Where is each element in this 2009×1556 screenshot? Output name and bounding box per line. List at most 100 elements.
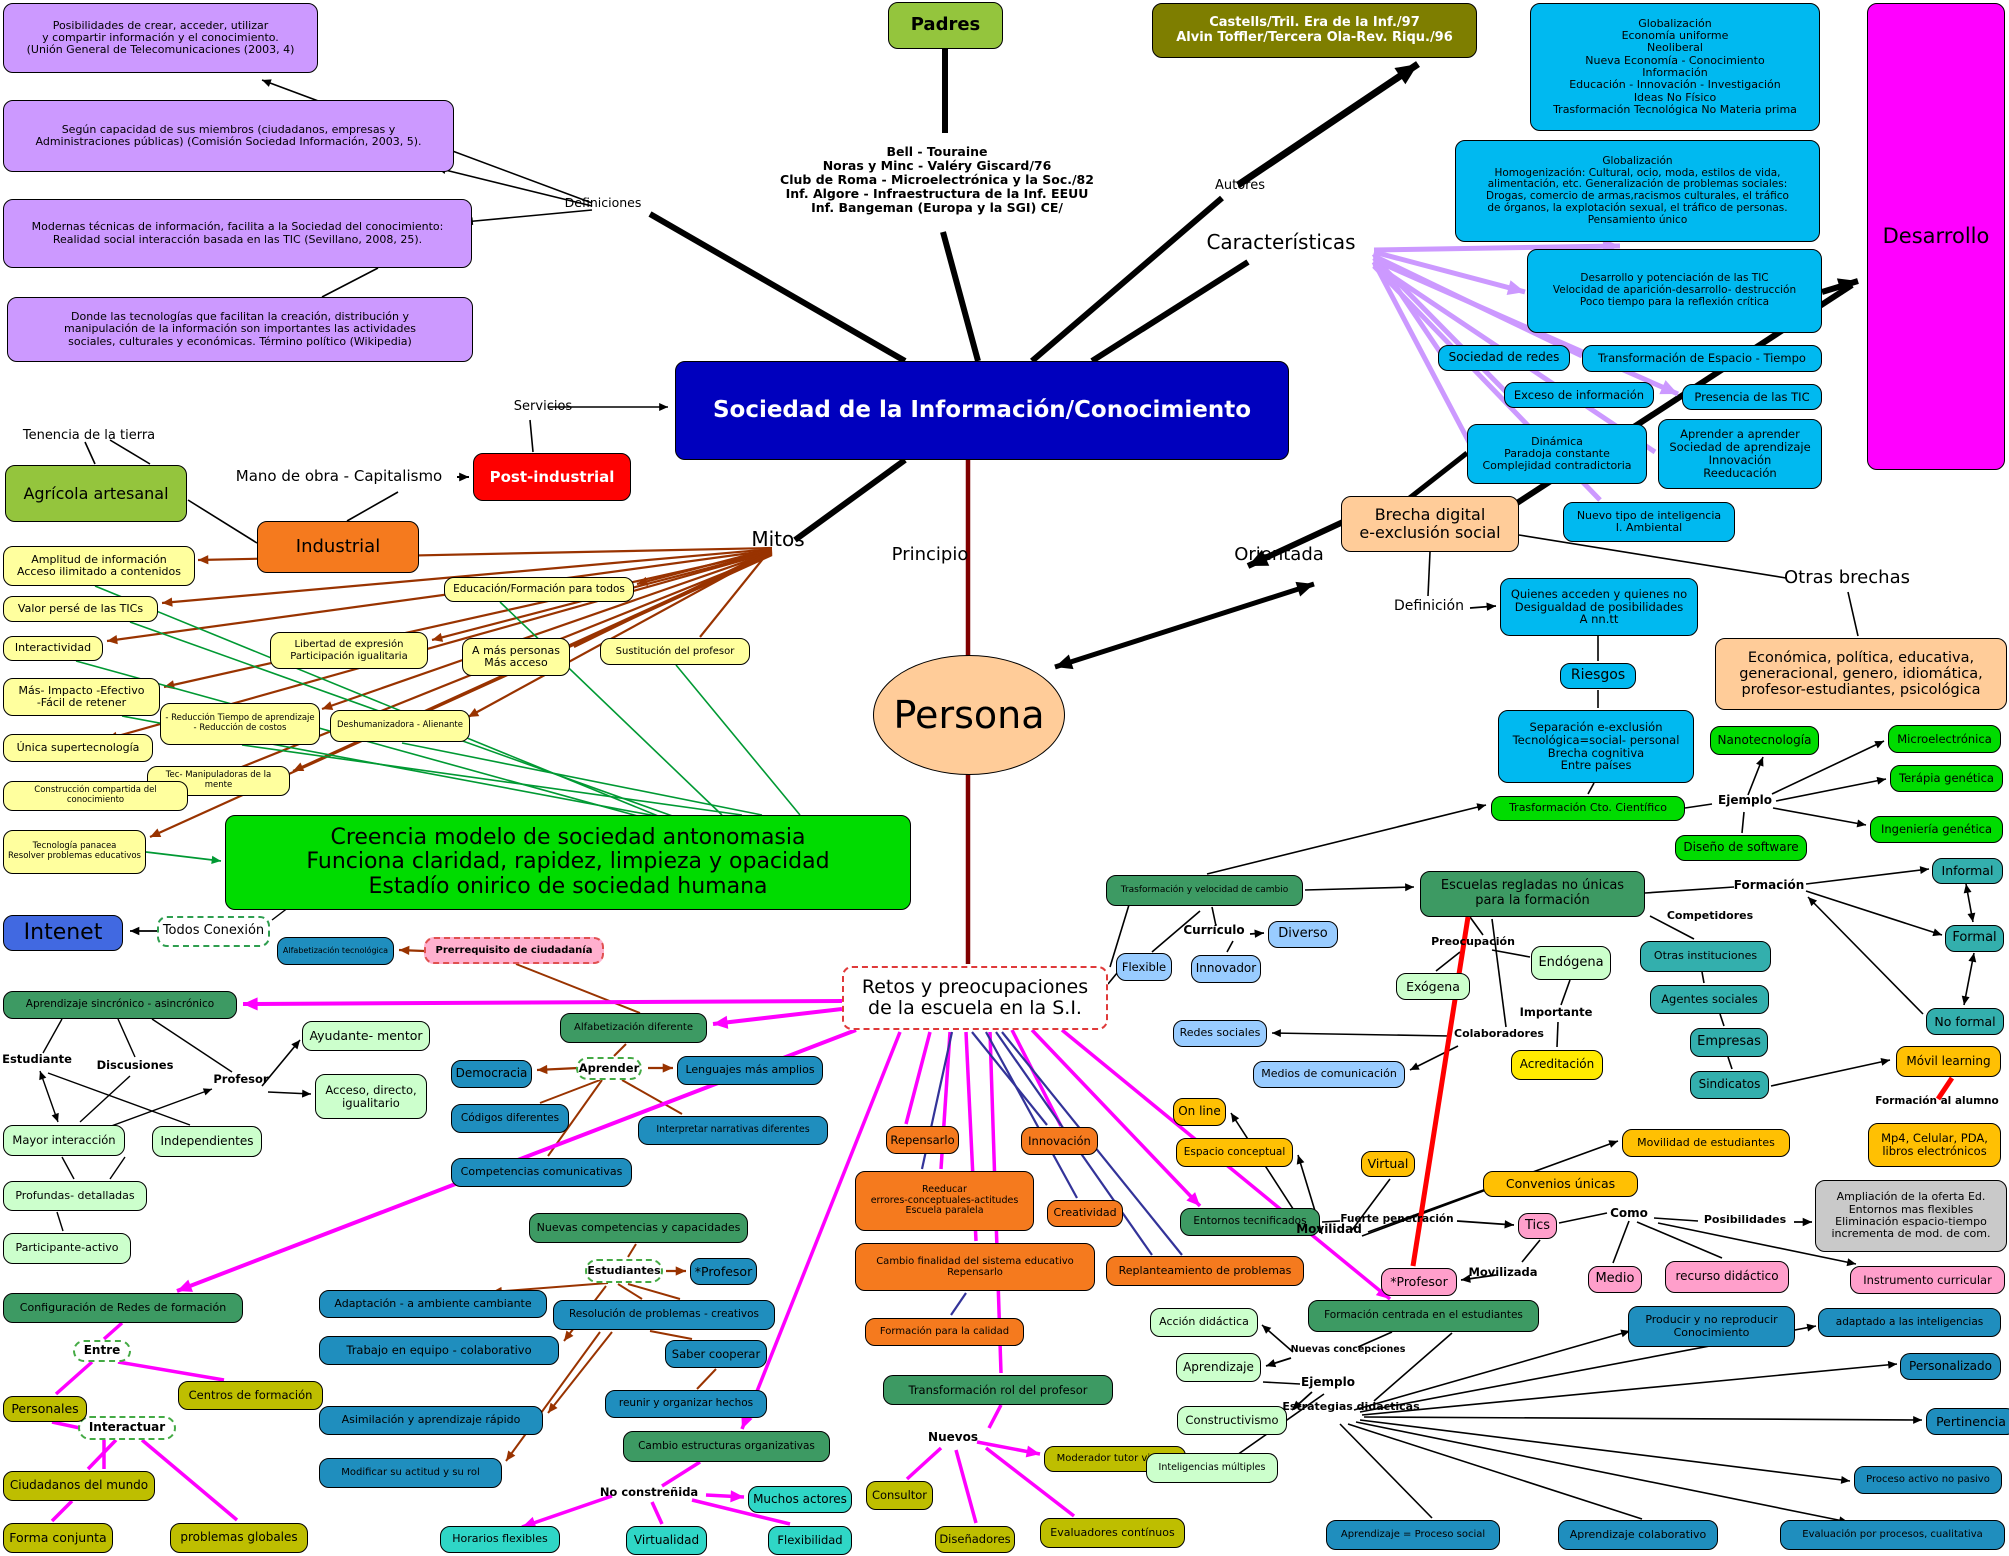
- concept-node-exogena[interactable]: Exógena: [1396, 973, 1470, 1000]
- concept-node-aprendizaje-proceso-social[interactable]: Aprendizaje = Proceso social: [1326, 1520, 1500, 1550]
- concept-node-repensarlo[interactable]: Repensarlo: [886, 1126, 959, 1154]
- concept-node-mas-impacto[interactable]: Más- Impacto -Efectivo -Fácil de retener: [3, 678, 160, 716]
- concept-node-estudiantes-oval[interactable]: Estudiantes: [585, 1259, 663, 1283]
- concept-node-reunir-organizar[interactable]: reunir y organizar hechos: [605, 1390, 767, 1418]
- concept-node-producir-no-reproducir[interactable]: Producir y no reproducir Conocimiento: [1628, 1306, 1795, 1347]
- concept-node-entornos-tecnificados[interactable]: Entornos tecnificados: [1180, 1208, 1320, 1236]
- concept-node-personales[interactable]: Personales: [3, 1396, 87, 1422]
- concept-node-autores-castells[interactable]: Castells/Tril. Era de la Inf./97 Alvin T…: [1152, 3, 1477, 58]
- concept-node-educacion-para-todos[interactable]: Educación/Formación para todos: [444, 577, 634, 602]
- concept-node-informal[interactable]: Informal: [1932, 858, 2003, 884]
- concept-node-accion-didactica[interactable]: Acción didáctica: [1150, 1308, 1258, 1337]
- concept-node-horarios-flexibles[interactable]: Horarios flexibles: [440, 1526, 560, 1553]
- concept-node-transformacion-rol[interactable]: Transformación rol del profesor: [883, 1375, 1113, 1405]
- concept-node-sindicatos[interactable]: Sindicatos: [1690, 1071, 1769, 1099]
- concept-node-evaluacion-procesos[interactable]: Evaluación por procesos, cualitativa: [1780, 1520, 2005, 1550]
- concept-node-sociedad-de-redes[interactable]: Sociedad de redes: [1438, 345, 1570, 371]
- concept-node-interactuar-oval[interactable]: Interactuar: [78, 1416, 176, 1440]
- concept-node-entre-oval[interactable]: Entre: [73, 1340, 131, 1362]
- concept-node-presencia-tic[interactable]: Presencia de las TIC: [1682, 384, 1822, 410]
- concept-node-sociedad-informacion[interactable]: Sociedad de la Información/Conocimiento: [675, 361, 1289, 460]
- concept-node-interactividad[interactable]: Interactividad: [3, 636, 103, 661]
- concept-node-endogena[interactable]: Endógena: [1531, 946, 1611, 980]
- concept-node-nanotecnologia[interactable]: Nanotecnología: [1710, 726, 1819, 755]
- concept-node-aprender-a-aprender[interactable]: Aprender a aprender Sociedad de aprendiz…: [1658, 419, 1822, 489]
- concept-node-trabajo-equipo[interactable]: Trabajo en equipo - colaborativo: [319, 1336, 559, 1365]
- concept-node-escuelas-regladas[interactable]: Escuelas regladas no únicas para la form…: [1420, 871, 1645, 917]
- concept-node-aprendizaje-colaborativo[interactable]: Aprendizaje colaborativo: [1558, 1520, 1718, 1550]
- concept-node-prerrequisito-ciudadania[interactable]: Prerrequisito de ciudadanía: [424, 937, 604, 964]
- concept-node-acreditacion[interactable]: Acreditación: [1511, 1050, 1603, 1080]
- concept-node-empresas[interactable]: Empresas: [1690, 1028, 1768, 1057]
- concept-node-padres[interactable]: Padres: [888, 2, 1003, 49]
- concept-node-muchos-actores[interactable]: Muchos actores: [748, 1486, 852, 1513]
- concept-node-on-line[interactable]: On line: [1173, 1098, 1226, 1126]
- concept-node-alfabetizacion-tecnologica[interactable]: Alfabetización tecnológica: [277, 937, 394, 965]
- concept-node-redes-sociales[interactable]: Redes sociales: [1173, 1020, 1267, 1047]
- concept-node-microelectronica[interactable]: Microelectrónica: [1888, 725, 2001, 753]
- concept-node-profundas-detalladas[interactable]: Profundas- detalladas: [3, 1181, 147, 1211]
- concept-node-libertad-expresion[interactable]: Libertad de expresión Participación igua…: [270, 632, 428, 669]
- concept-node-definicion-4[interactable]: Donde las tecnologías que facilitan la c…: [7, 297, 473, 362]
- concept-node-post-industrial[interactable]: Post-industrial: [473, 453, 631, 501]
- concept-node-profesor-estrella-rosa[interactable]: *Profesor: [1381, 1268, 1457, 1296]
- concept-node-trasformacion-velocidad[interactable]: Trasformación y velocidad de cambio: [1106, 875, 1303, 906]
- concept-node-caracteristica-tic[interactable]: Desarrollo y potenciación de las TIC Vel…: [1527, 249, 1822, 333]
- concept-node-aprendizaje-concepto[interactable]: Aprendizaje: [1176, 1353, 1261, 1382]
- concept-node-retos-escuela[interactable]: Retos y preocupaciones de la escuela en …: [842, 966, 1108, 1030]
- concept-node-transformacion-espacio-tiempo[interactable]: Transformación de Espacio - Tiempo: [1582, 345, 1822, 372]
- concept-node-aprendizaje-sincronico[interactable]: Aprendizaje sincrónico - asincrónico: [3, 991, 237, 1019]
- concept-node-resolucion-problemas[interactable]: Resolución de problemas - creativos: [553, 1300, 775, 1330]
- concept-node-flexible[interactable]: Flexible: [1116, 953, 1172, 981]
- concept-node-codigos-diferentes[interactable]: Códigos diferentes: [451, 1104, 569, 1133]
- concept-node-replanteamiento[interactable]: Replanteamiento de problemas: [1106, 1256, 1304, 1286]
- concept-node-convenios-unicas[interactable]: Convenios únicas: [1483, 1171, 1638, 1197]
- concept-node-consultor[interactable]: Consultor: [866, 1481, 933, 1510]
- concept-node-formacion-centrada[interactable]: Formación centrada en el estudiantes: [1308, 1300, 1539, 1332]
- concept-node-asimilacion-rapido[interactable]: Asimilación y aprendizaje rápido: [319, 1406, 543, 1435]
- concept-node-alfabetizacion-diferente[interactable]: Alfabetización diferente: [560, 1013, 707, 1043]
- concept-node-acceso-directo[interactable]: Acceso, directo, igualitario: [315, 1074, 427, 1119]
- concept-node-competencias-comunicativas[interactable]: Competencias comunicativas: [451, 1158, 632, 1187]
- concept-node-nuevas-competencias[interactable]: Nuevas competencias y capacidades: [529, 1213, 748, 1243]
- concept-node-proceso-activo[interactable]: Proceso activo no pasivo: [1854, 1466, 2002, 1494]
- concept-node-centros-formacion[interactable]: Centros de formación: [178, 1381, 323, 1410]
- concept-node-quienes-acceden[interactable]: Quienes acceden y quienes no Desigualdad…: [1500, 578, 1698, 636]
- concept-node-diverso[interactable]: Diverso: [1268, 921, 1338, 948]
- concept-node-desarrollo[interactable]: Desarrollo: [1867, 3, 2005, 470]
- concept-node-mayor-interaccion[interactable]: Mayor interacción: [3, 1125, 125, 1156]
- concept-node-cambio-estructuras[interactable]: Cambio estructuras organizativas: [623, 1431, 830, 1462]
- concept-node-nuevo-tipo-inteligencia[interactable]: Nuevo tipo de inteligencia I. Ambiental: [1563, 502, 1735, 542]
- concept-node-espacio-conceptual[interactable]: Espacio conceptual: [1176, 1138, 1293, 1167]
- concept-node-modificar-actitud[interactable]: Modificar su actitud y su rol: [319, 1458, 502, 1488]
- concept-node-ciudadanos-mundo[interactable]: Ciudadanos del mundo: [3, 1471, 155, 1501]
- concept-node-terapia-genetica[interactable]: Terápia genética: [1890, 765, 2003, 792]
- concept-node-pertinencia[interactable]: Pertinencia: [1926, 1408, 2009, 1435]
- concept-node-caracteristica-economia[interactable]: Globalización Economía uniforme Neoliber…: [1530, 3, 1820, 131]
- concept-node-saber-cooperar[interactable]: Saber cooperar: [665, 1340, 767, 1368]
- concept-node-problemas-globales[interactable]: problemas globales: [170, 1523, 308, 1553]
- concept-node-tics[interactable]: Tics: [1518, 1213, 1557, 1239]
- concept-node-exceso-informacion[interactable]: Exceso de información: [1504, 382, 1654, 408]
- concept-node-lenguajes-amplios[interactable]: Lenguajes más amplios: [677, 1056, 823, 1085]
- concept-node-definicion-3[interactable]: Modernas técnicas de información, facili…: [3, 199, 472, 268]
- concept-node-movil-learning[interactable]: Móvil learning: [1896, 1046, 2001, 1077]
- concept-node-evaluadores-continuos[interactable]: Evaluadores contínuos: [1040, 1518, 1185, 1548]
- concept-node-construccion-compartida[interactable]: Construcción compartida del conocimiento: [3, 781, 188, 811]
- concept-node-otras-instituciones[interactable]: Otras instituciones: [1640, 941, 1771, 972]
- concept-node-creatividad[interactable]: Creatividad: [1047, 1200, 1123, 1227]
- concept-node-brecha-digital[interactable]: Brecha digital e-exclusión social: [1341, 496, 1519, 552]
- concept-node-diseno-software[interactable]: Diseño de software: [1675, 835, 1807, 861]
- concept-node-todos-conexion[interactable]: Todos Conexión: [157, 916, 270, 947]
- concept-node-trasformacion-cientifico[interactable]: Trasformación Cto. Científico: [1491, 796, 1685, 821]
- concept-node-adaptado-inteligencias[interactable]: adaptado a las inteligencias: [1818, 1308, 2001, 1337]
- concept-node-ayudante-mentor[interactable]: Ayudante- mentor: [302, 1021, 430, 1051]
- concept-node-formal[interactable]: Formal: [1945, 925, 2004, 952]
- concept-node-sustitucion-profesor[interactable]: Sustitución del profesor: [600, 638, 750, 665]
- concept-node-mp4-celular[interactable]: Mp4, Celular, PDA, libros electrónicos: [1868, 1123, 2001, 1167]
- concept-node-interpretar-narrativas[interactable]: Interpretar narrativas diferentes: [638, 1116, 828, 1145]
- concept-node-medio[interactable]: Medio: [1588, 1266, 1642, 1293]
- concept-node-reeducar[interactable]: Reeducar errores-conceptuales-actitudes …: [855, 1171, 1034, 1231]
- concept-node-configuracion-redes[interactable]: Configuración de Redes de formación: [3, 1293, 243, 1323]
- concept-node-profesor-estrella-azul[interactable]: *Profesor: [690, 1258, 757, 1285]
